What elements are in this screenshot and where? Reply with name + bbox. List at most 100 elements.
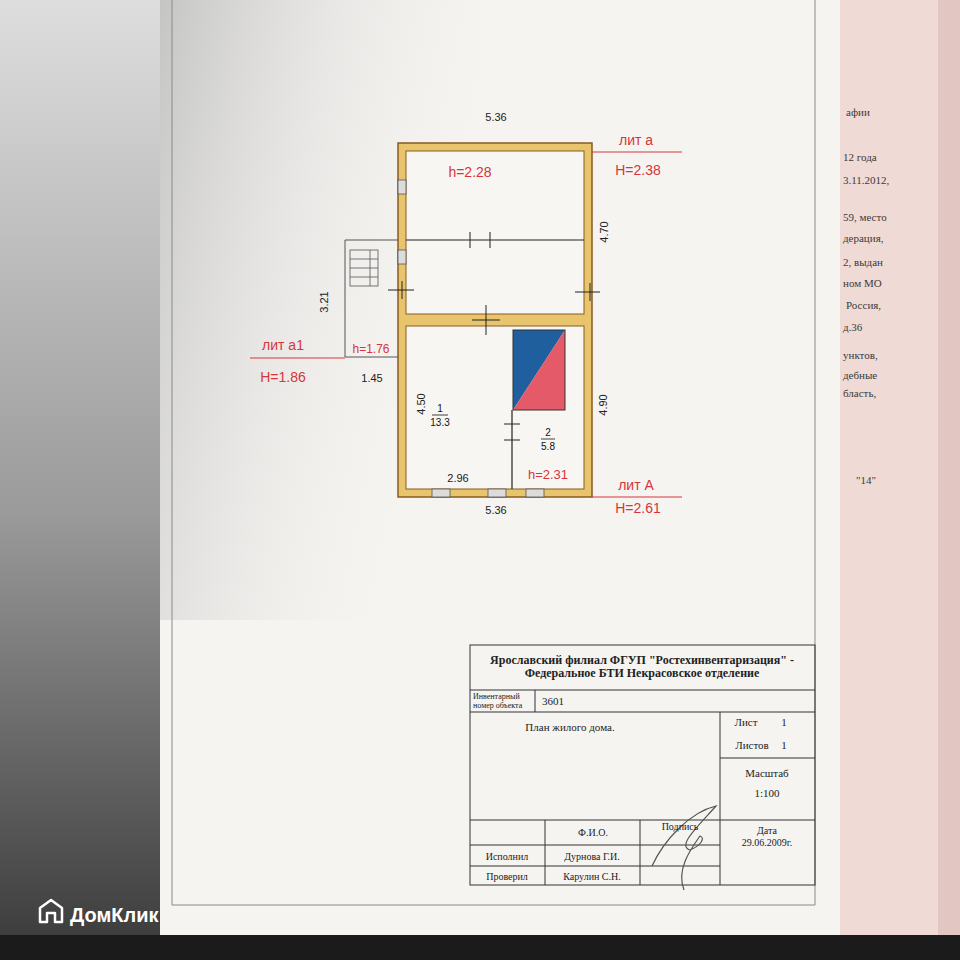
window — [526, 489, 544, 497]
table-rule — [470, 712, 815, 713]
table-rule — [470, 820, 815, 821]
table-cell: Исполнил — [486, 851, 529, 862]
table-cell: Дурнова Г.И. — [564, 851, 620, 862]
room-area: 5.8 — [541, 441, 555, 452]
fraction-line — [432, 415, 448, 416]
pink-page-edge — [938, 0, 960, 935]
frame-line — [172, 905, 815, 906]
house-interior — [406, 326, 584, 489]
table-cell: Подпись — [662, 821, 699, 832]
left-page — [0, 0, 165, 935]
document-text: 2, выдан — [843, 256, 883, 268]
document-text: ном МО — [843, 277, 882, 289]
table-rule — [470, 845, 720, 846]
room-number: 2 — [545, 427, 551, 438]
height-note: h=2.31 — [528, 468, 568, 482]
window — [488, 489, 506, 497]
veranda-interior — [406, 151, 584, 314]
door-tick — [470, 232, 471, 248]
stair-step — [350, 268, 378, 269]
floor-plan — [250, 143, 682, 497]
table-cell: Лист — [734, 716, 757, 728]
veranda-room: h=2.28 — [406, 151, 584, 314]
pink-page — [830, 0, 960, 935]
document-text: Россия, — [846, 299, 881, 311]
height-note: H=2.61 — [615, 501, 661, 516]
table-rule — [535, 690, 536, 712]
title-block-frame — [470, 645, 815, 885]
table-rule — [720, 712, 721, 885]
watermark: ДомКлик — [70, 904, 158, 926]
table-cell: Инвентарный номер объекта — [473, 693, 533, 711]
frame-line — [172, 0, 173, 905]
document-text: унктов, — [843, 349, 878, 361]
height-note: H=2.38 — [615, 163, 661, 178]
lit-label: лит А — [618, 478, 654, 493]
table-rule — [470, 690, 815, 691]
signature — [652, 806, 716, 890]
table-cell: Карулин С.Н. — [563, 871, 621, 882]
door-tick — [472, 320, 500, 321]
porch-outline — [345, 240, 398, 357]
table-cell: Масштаб — [745, 767, 788, 779]
dimension: 4.90 — [597, 394, 609, 415]
partition-line — [511, 410, 512, 489]
watermark-icon — [40, 900, 62, 922]
lit-label: лит а1 — [262, 338, 304, 353]
stair-step — [350, 277, 378, 278]
table-cell: 29.06.2009г. — [742, 837, 792, 848]
document-text: 3.11.2012, — [843, 174, 889, 186]
door-tick — [504, 440, 520, 441]
stair-step — [350, 259, 378, 260]
lit-line — [592, 152, 682, 153]
title-block — [470, 645, 815, 885]
door-tick — [388, 290, 414, 291]
table-cell: Проверил — [486, 871, 528, 882]
lit-label: лит а — [619, 133, 653, 148]
table-cell: Дата — [757, 825, 777, 836]
document-text: 59, место — [843, 211, 887, 223]
room: 2 5.8 h=2.31 — [514, 412, 584, 489]
window — [398, 180, 406, 194]
stove-outline — [513, 330, 565, 410]
dimension: 4.70 — [598, 221, 610, 242]
document-text: бласть, — [843, 387, 876, 399]
door-tick — [590, 283, 591, 301]
stair-rail — [370, 250, 371, 286]
paper-sheet — [160, 0, 840, 935]
dimension: 5.36 — [485, 111, 506, 123]
table-rule — [545, 820, 546, 885]
document-text: д.36 — [843, 321, 862, 333]
window — [432, 489, 450, 497]
stove-symbol — [513, 330, 565, 410]
document-text: дерация, — [843, 232, 883, 244]
table-rule — [470, 866, 720, 867]
height-note: H=1.86 — [260, 370, 306, 385]
dimension: 4.50 — [415, 393, 427, 414]
door-tick — [575, 292, 600, 293]
table-rule — [640, 820, 641, 885]
table-cell: Ф.И.О. — [578, 827, 608, 838]
room-area: 13.3 — [430, 417, 449, 428]
fraction-line — [541, 439, 555, 440]
partition-line — [406, 240, 584, 241]
dimension: 2.96 — [447, 472, 468, 484]
table-rule — [720, 758, 815, 759]
height-note: h=1.76 — [352, 343, 389, 356]
lit-line — [592, 497, 682, 498]
bottom-shadow — [0, 935, 960, 960]
window — [398, 250, 406, 264]
table-cell: 3601 — [542, 695, 564, 707]
door-tick — [490, 232, 491, 248]
table-cell: План жилого дома. — [525, 721, 614, 733]
table-cell: 1 — [781, 716, 787, 728]
document-text: дебные — [843, 369, 877, 381]
height-note: h=2.28 — [448, 165, 491, 180]
document-text: "14" — [856, 474, 876, 486]
table-cell: 1 — [781, 739, 787, 751]
outer-wall — [398, 143, 592, 497]
